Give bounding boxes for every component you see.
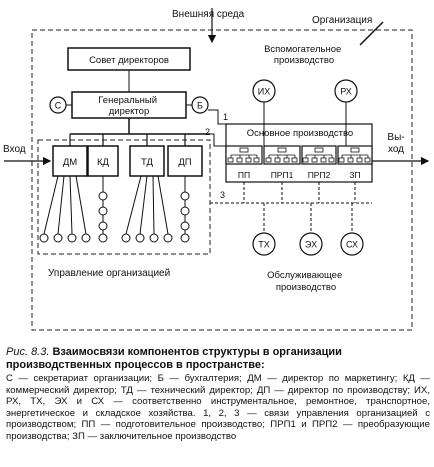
director-label: ДМ <box>63 157 77 168</box>
figure-number: Рис. 8.3. <box>6 346 50 358</box>
accounting-label: Б <box>197 101 203 111</box>
organization-divider <box>359 21 384 46</box>
management-hierarchy <box>39 175 190 243</box>
organization-boundary <box>31 29 413 331</box>
service-links <box>226 182 372 234</box>
director-box-dp <box>167 145 203 177</box>
figure-title: Взаимосвязи компонентов структуры в орга… <box>6 346 342 371</box>
output-label-line2: ход <box>388 144 404 155</box>
director-label: ДП <box>178 157 191 168</box>
director-label: КД <box>97 157 110 168</box>
link-label: 1 <box>223 112 228 122</box>
figure-caption: Рис. 8.3. Взаимосвязи компонентов структ… <box>6 346 430 443</box>
director-label: ТД <box>141 157 153 168</box>
general-director-text-line2: директор <box>109 106 150 117</box>
service-unit-label: ТХ <box>258 240 270 250</box>
stage-mini-structures <box>227 147 371 163</box>
organization-label: Организация <box>312 15 372 26</box>
secretariat-label: С <box>55 101 62 111</box>
service-unit-node <box>299 232 323 256</box>
figure-legend: С — секретариат организации; Б — бухгалт… <box>6 373 430 442</box>
service-production-label: Обслуживающее производство <box>267 270 345 293</box>
management-group <box>37 139 211 255</box>
auxiliary-production-text-line2: производство <box>274 55 334 66</box>
auxiliary-production-label: Вспомогательное производство <box>264 44 344 66</box>
external-environment-label: Внешняя среда <box>172 9 245 20</box>
input-label: Вход <box>3 144 26 155</box>
auxiliary-production-text: Вспомогательное <box>264 44 341 55</box>
general-director-text: Генеральный <box>98 95 157 106</box>
aux-unit-label: ИХ <box>258 87 270 97</box>
service-unit-label: ЭХ <box>305 240 317 250</box>
general-director-label: Генеральный директор <box>98 95 159 117</box>
service-unit-node <box>252 232 276 256</box>
main-production-label: Основное производство <box>247 128 353 139</box>
management-label: Управление организацией <box>48 268 170 279</box>
link-2 <box>210 133 226 147</box>
output-label: Вы-ход <box>387 132 404 155</box>
service-production-text-line2: производство <box>276 282 336 293</box>
link-1 <box>208 109 226 125</box>
stage-label: ПРП2 <box>308 170 331 180</box>
output-label-line1: Вы- <box>387 132 404 143</box>
link-label: 3 <box>220 190 225 200</box>
aux-unit-label: РХ <box>340 87 352 97</box>
secretariat-node <box>49 96 67 114</box>
accounting-node <box>191 96 209 114</box>
stage-label: ЗП <box>349 170 360 180</box>
stage-label: ПП <box>238 170 250 180</box>
service-unit-node <box>340 232 364 256</box>
organization-structure-diagram: Организация Внешняя среда Совет директор… <box>3 8 430 331</box>
service-unit-label: СХ <box>346 240 358 250</box>
director-box-dm <box>52 145 88 177</box>
board-label: Совет директоров <box>89 55 169 66</box>
caption-heading: Рис. 8.3. Взаимосвязи компонентов структ… <box>6 346 430 371</box>
stage-label: ПРП1 <box>271 170 294 180</box>
link-label: 2 <box>205 127 210 137</box>
service-production-text: Обслуживающее <box>267 270 342 281</box>
